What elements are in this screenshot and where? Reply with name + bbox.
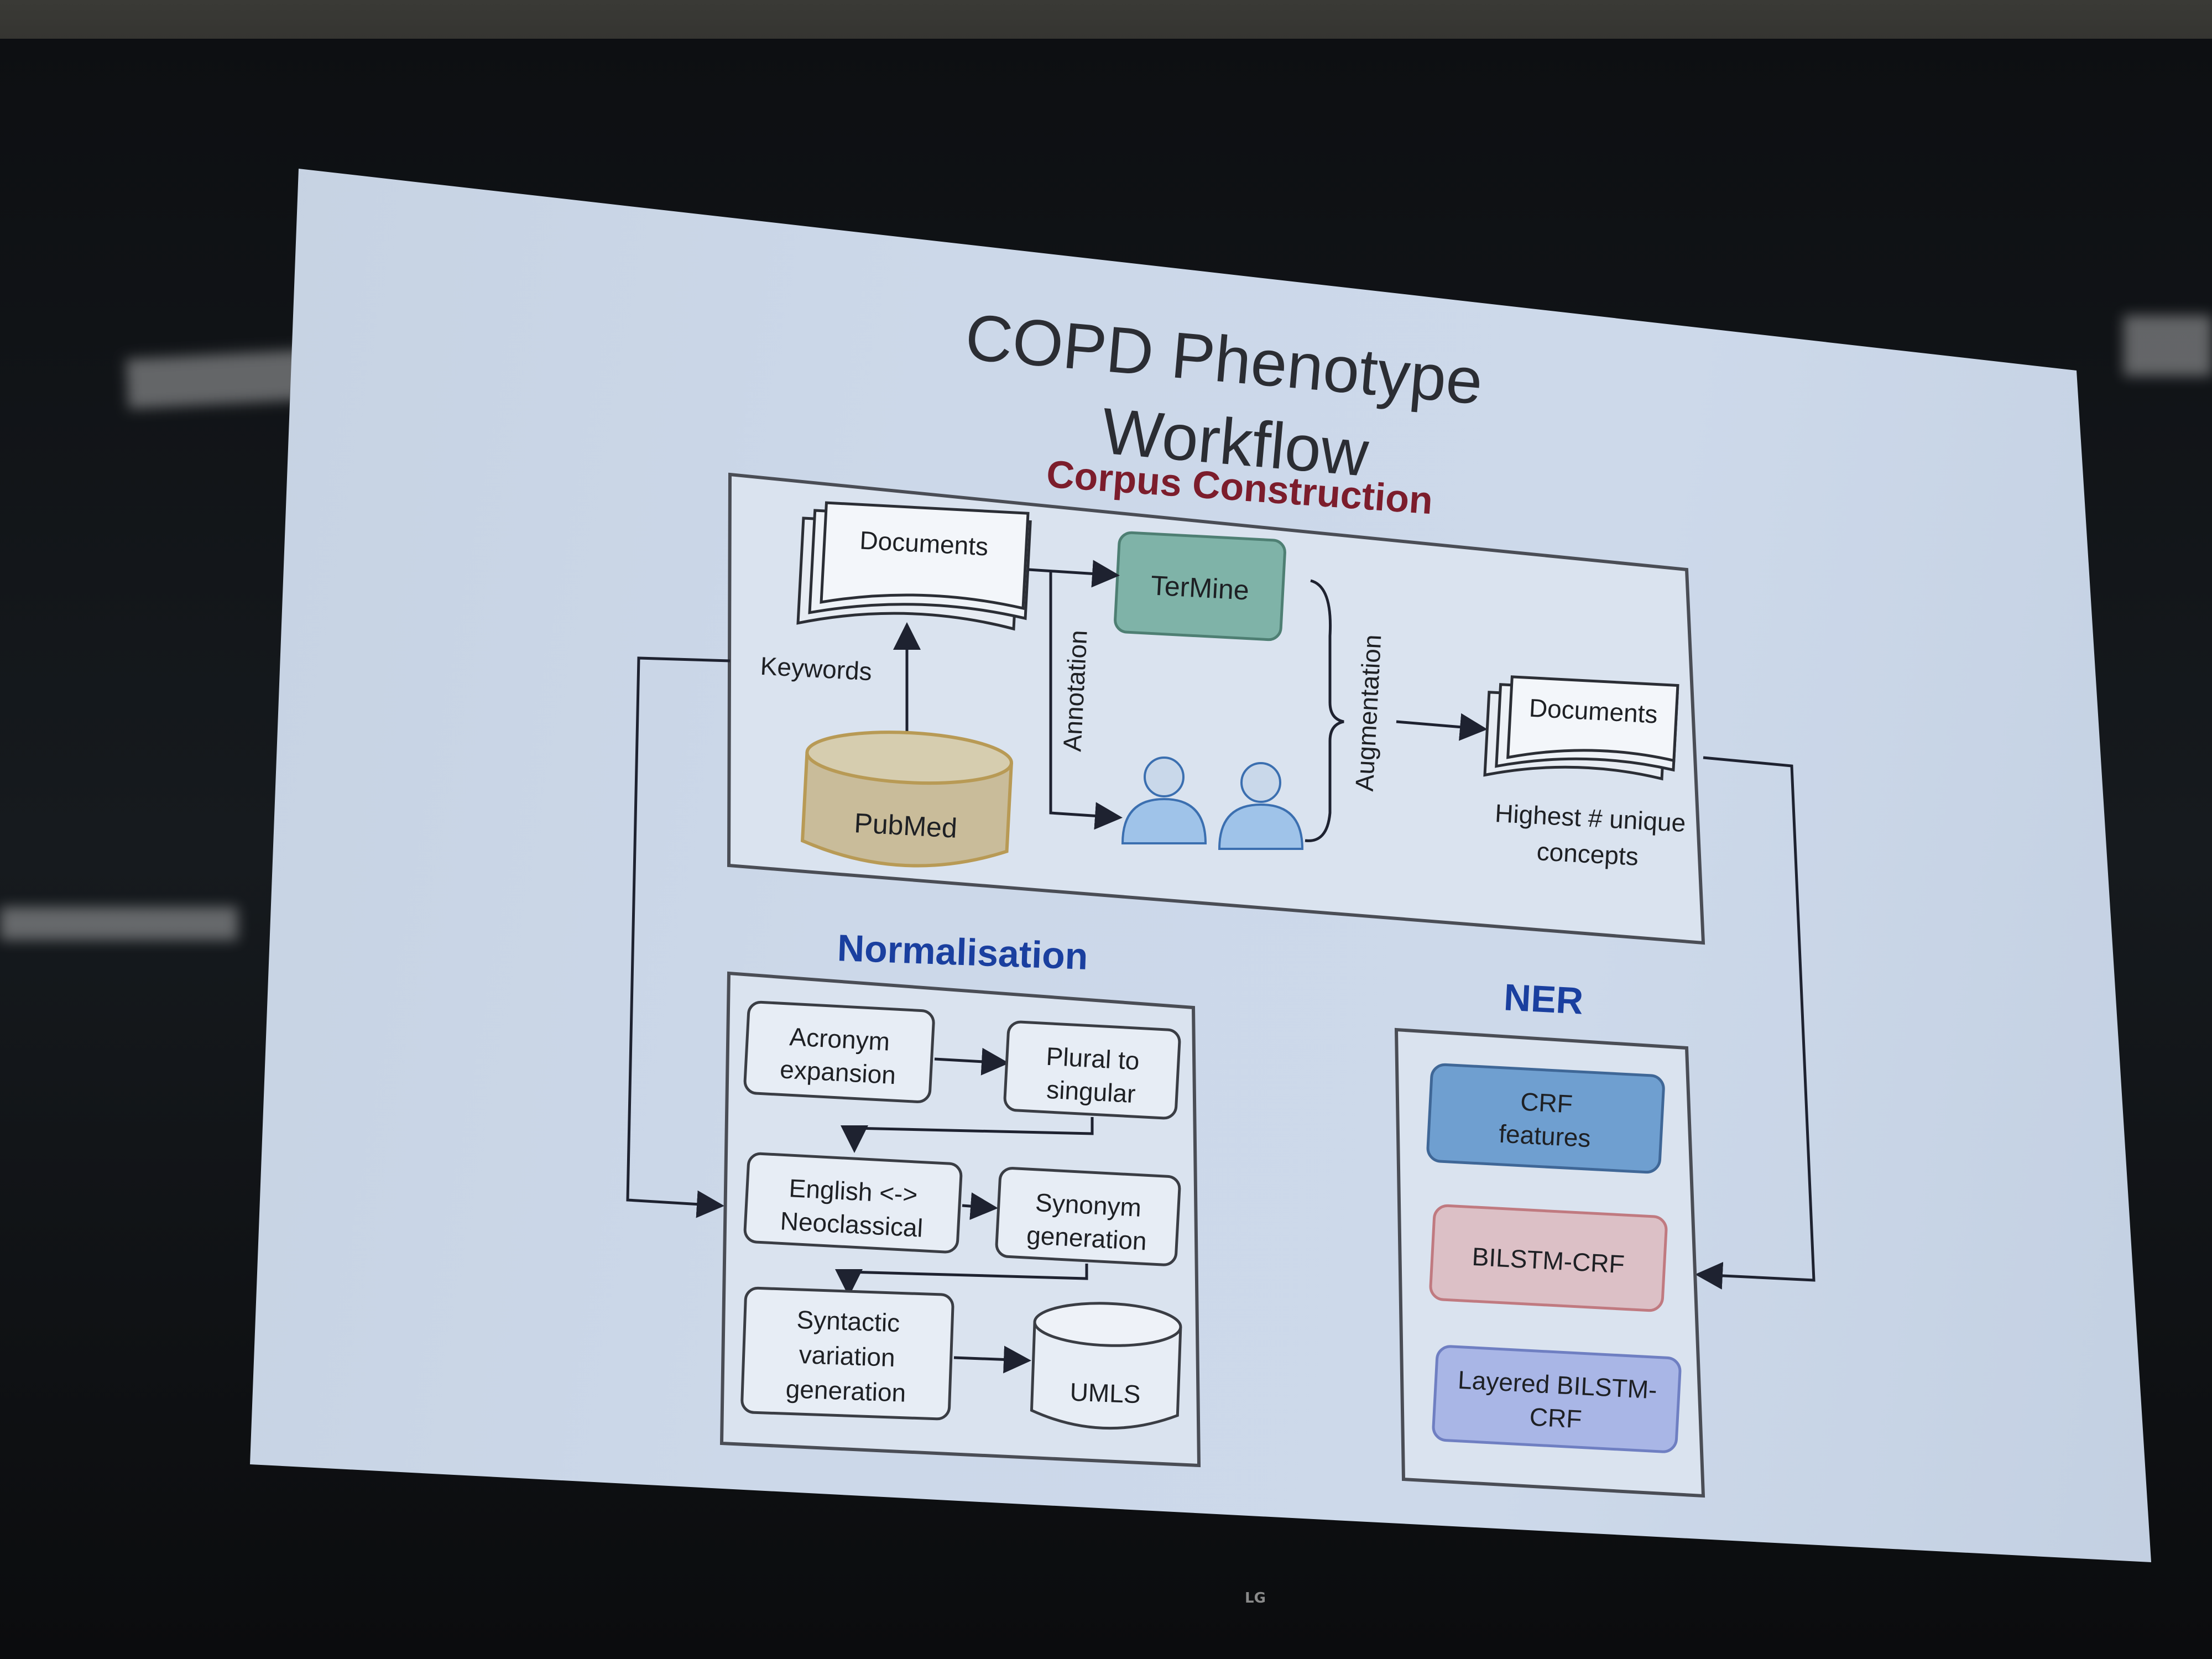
annotation-arrow	[1049, 572, 1123, 830]
plural-to-english-arrow	[841, 1117, 1094, 1153]
normalisation-heading: Normalisation	[837, 927, 1089, 978]
tv-brand-logo: LG	[1245, 1590, 1266, 1606]
normalisation-panel: Normalisation Acronym expansion Plural t…	[719, 927, 1201, 1468]
plural-line2: singular	[1046, 1075, 1136, 1108]
english-line1: English <->	[789, 1173, 919, 1209]
bilstm-crf-box: BILSTM-CRF	[1429, 1204, 1668, 1312]
crf-features-box: CRF features	[1426, 1063, 1665, 1174]
layered-bilstm-crf-box: Layered BILSTM- CRF	[1432, 1345, 1682, 1453]
english-to-synonym-arrow	[962, 1192, 998, 1220]
termine-label: TerMine	[1150, 570, 1250, 606]
documents-output-label: Documents	[1528, 693, 1658, 729]
light-reflection	[2124, 315, 2212, 376]
documents-input-stack: Documents	[796, 501, 1032, 631]
slide-title-line1: COPD Phenotype	[963, 301, 1486, 419]
human-annotators-icon	[1121, 757, 1304, 850]
corpus-to-normalisation-arrow	[626, 656, 731, 1218]
documents-input-label: Documents	[859, 525, 989, 561]
acronym-line2: expansion	[779, 1055, 896, 1089]
corpus-to-ner-arrow	[1695, 756, 1815, 1290]
documents-output-stack: Documents	[1483, 675, 1679, 781]
pubmed-label: PubMed	[853, 807, 958, 844]
acronym-line1: Acronym	[789, 1022, 890, 1056]
crf-line2: features	[1498, 1119, 1592, 1153]
ner-heading: NER	[1503, 976, 1584, 1022]
synonym-line2: generation	[1026, 1220, 1147, 1255]
umls-label: UMLS	[1070, 1378, 1141, 1408]
documents-to-termine-arrow	[1028, 560, 1120, 588]
syntactic-to-umls-arrow	[953, 1345, 1031, 1374]
augmentation-brace	[1305, 579, 1344, 842]
acronym-to-plural-arrow	[934, 1047, 1009, 1076]
layered-line2: CRF	[1529, 1402, 1583, 1434]
light-reflection	[0, 907, 238, 940]
umls-database: UMLS	[1030, 1302, 1182, 1430]
augmentation-arrow	[1396, 713, 1488, 741]
keywords-label: Keywords	[760, 651, 873, 686]
syntactic-variation-box: Syntactic variation generation	[740, 1286, 954, 1421]
syntactic-line1: Syntactic	[796, 1305, 900, 1337]
synonym-to-syntactic-arrow	[835, 1264, 1088, 1297]
synonym-line1: Synonym	[1035, 1188, 1142, 1222]
plural-to-singular-box: Plural to singular	[1003, 1020, 1181, 1120]
acronym-expansion-box: Acronym expansion	[743, 1000, 935, 1103]
crf-line1: CRF	[1520, 1087, 1573, 1119]
ner-panel: NER CRF features BILSTM-CRF Layered BILS…	[1394, 976, 1705, 1498]
plural-line1: Plural to	[1045, 1042, 1140, 1076]
output-caption-line2: concepts	[1536, 837, 1640, 871]
pubmed-database: PubMed	[800, 731, 1013, 868]
synonym-generation-box: Synonym generation	[995, 1167, 1181, 1266]
annotation-label: Annotation	[1057, 629, 1092, 752]
english-neoclassical-box: English <-> Neoclassical	[743, 1152, 963, 1254]
termine-box: TerMine	[1114, 531, 1286, 641]
syntactic-line2: variation	[799, 1340, 896, 1372]
corpus-construction-panel: Corpus Construction Documents Keywords P…	[727, 452, 1705, 945]
syntactic-line3: generation	[785, 1374, 906, 1407]
